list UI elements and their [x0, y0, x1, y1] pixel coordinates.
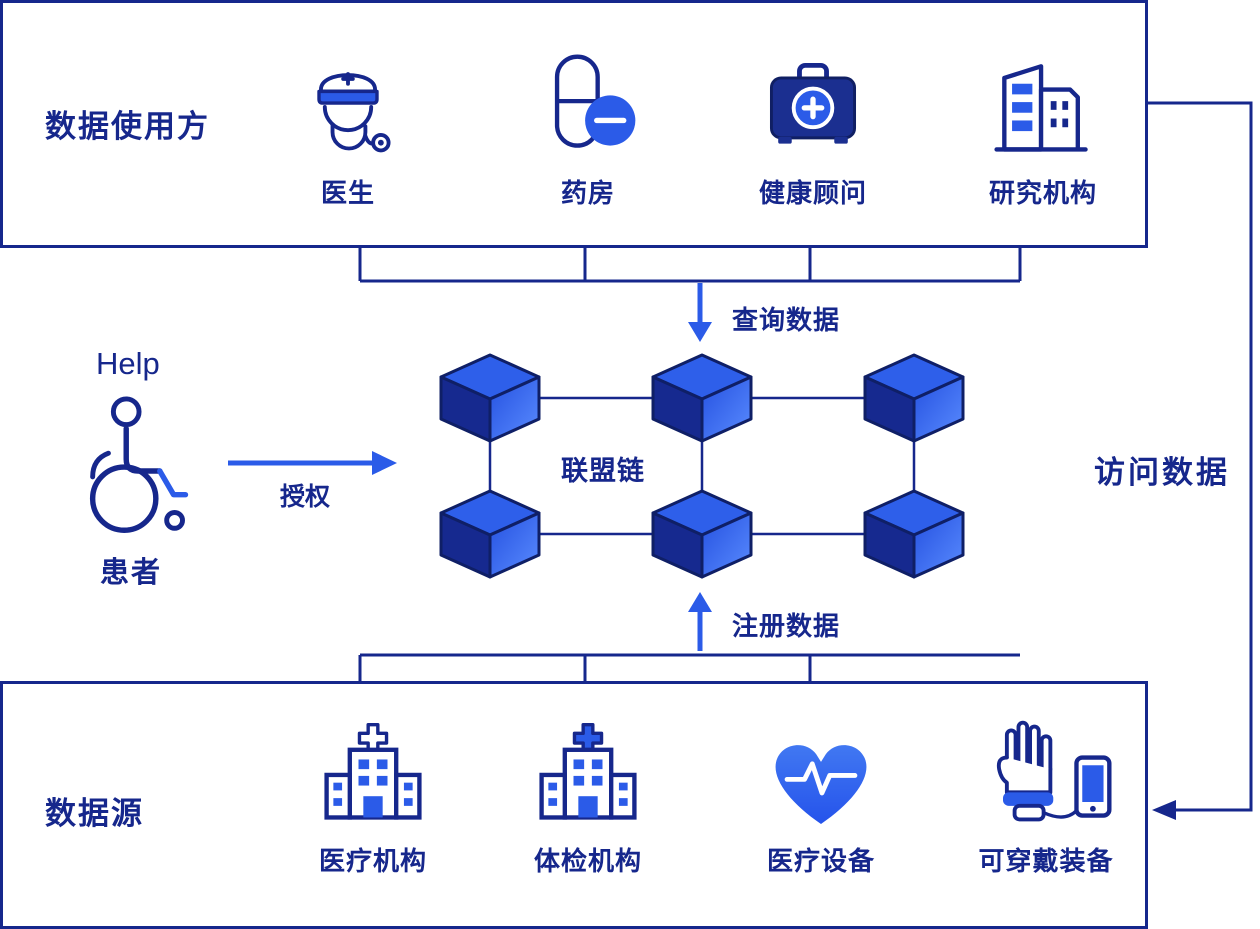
consortium-chain-label: 联盟链 — [561, 456, 645, 486]
wearable-device-icon-wrap — [974, 709, 1119, 831]
bottom-bus-lines — [358, 653, 1020, 681]
top-bus-lines — [358, 248, 1022, 283]
wearable-device-label: 可穿戴装备 — [978, 846, 1114, 876]
data-source-item-checkup: 体检机构 — [503, 709, 673, 878]
query-data-label: 查询数据 — [732, 305, 841, 335]
authorize-arrowhead — [372, 451, 397, 475]
medical-device-icon — [775, 745, 867, 824]
data-user-item-research: 研究机构 — [958, 41, 1128, 210]
hospital-icon-wrap — [315, 709, 431, 831]
data-user-item-doctor: 医生 — [263, 41, 433, 210]
help-text: Help — [96, 346, 160, 381]
data-source-item-wearable: 可穿戴装备 — [961, 709, 1131, 878]
wearable-device-icon — [996, 720, 1112, 822]
data-source-item-hospital: 医疗机构 — [288, 709, 458, 878]
data-users-title: 数据使用方 — [45, 109, 210, 144]
access-arrowhead — [1152, 800, 1176, 820]
data-users-box: 数据使用方 医生 — [0, 0, 1148, 248]
research-institution-icon — [994, 64, 1088, 152]
checkup-center-label: 体检机构 — [533, 846, 642, 876]
patient-wheelchair-icon — [89, 396, 189, 533]
blockchain-node — [438, 352, 542, 444]
doctor-label: 医生 — [320, 178, 375, 208]
checkup-center-icon-wrap — [530, 709, 646, 831]
medical-device-label: 医疗设备 — [766, 846, 875, 876]
health-advisor-icon-wrap — [755, 41, 871, 163]
blockchain-node — [650, 488, 754, 580]
register-data-label: 注册数据 — [732, 611, 841, 641]
blockchain-node — [862, 488, 966, 580]
register-arrowhead — [688, 592, 712, 612]
doctor-icon-wrap — [290, 41, 406, 163]
research-institution-label: 研究机构 — [988, 178, 1097, 208]
authorize-label: 授权 — [280, 483, 331, 511]
pharmacy-icon — [554, 54, 636, 148]
hospital-label: 医疗机构 — [318, 846, 427, 876]
health-advisor-label: 健康顾问 — [758, 178, 867, 208]
health-advisor-icon — [769, 62, 857, 144]
research-institution-icon-wrap — [985, 41, 1101, 163]
access-data-label: 访问数据 — [1094, 455, 1230, 490]
query-arrowhead — [688, 322, 712, 342]
data-source-item-medical-device: 医疗设备 — [736, 709, 906, 878]
blockchain-node — [862, 352, 966, 444]
pharmacy-label: 药房 — [560, 178, 615, 208]
data-user-item-pharmacy: 药房 — [503, 41, 673, 210]
data-user-item-health-advisor: 健康顾问 — [728, 41, 898, 210]
pharmacy-icon-wrap — [530, 41, 646, 163]
blockchain-node — [438, 488, 542, 580]
medical-device-icon-wrap — [758, 709, 884, 831]
data-sources-title: 数据源 — [45, 796, 144, 831]
checkup-center-icon — [539, 722, 637, 820]
patient-label: 患者 — [100, 557, 163, 589]
access-data-path — [1148, 101, 1253, 812]
doctor-icon — [317, 72, 391, 153]
data-sources-box: 数据源 医疗机构 — [0, 681, 1148, 929]
hospital-icon — [324, 722, 422, 820]
blockchain-node — [650, 352, 754, 444]
